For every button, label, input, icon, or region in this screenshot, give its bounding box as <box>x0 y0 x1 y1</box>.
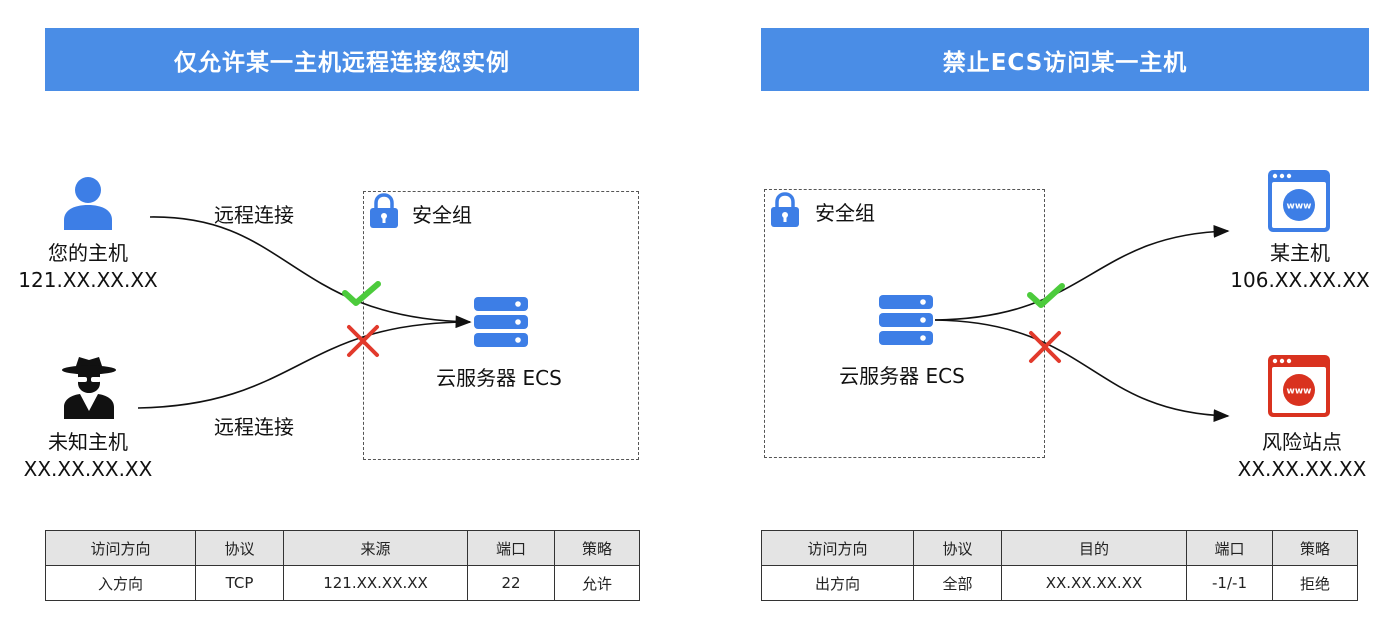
website-badge-red: www <box>1287 387 1312 397</box>
table-header-cell: 策略 <box>554 530 640 566</box>
right-title-banner: 禁止ECS访问某一主机 <box>761 28 1369 91</box>
table-header-cell: 访问方向 <box>45 530 196 566</box>
right-rule-table: 访问方向 协议 目的 端口 策略 出方向 全部 XX.XX.XX.XX -1/-… <box>761 530 1358 601</box>
unknown-host-ip: XX.XX.XX.XX <box>23 457 153 481</box>
connect-label-bottom: 远程连接 <box>214 415 294 439</box>
table-header-row: 访问方向 协议 来源 端口 策略 <box>45 530 640 566</box>
table-header-cell: 策略 <box>1272 530 1358 566</box>
right-connection-top <box>934 225 1230 321</box>
left-connection-top <box>149 216 472 329</box>
right-deny-cross-icon <box>1029 331 1061 363</box>
right-security-group-box <box>764 189 1045 458</box>
left-title-banner: 仅允许某一主机远程连接您实例 <box>45 28 639 91</box>
allowed-host-name: 某主机 <box>1270 241 1330 265</box>
right-connection-bottom <box>934 319 1230 422</box>
table-cell: TCP <box>195 565 284 601</box>
left-rule-table: 访问方向 协议 来源 端口 策略 入方向 TCP 121.XX.XX.XX 22… <box>45 530 640 601</box>
left-connection-bottom <box>137 321 471 409</box>
website-icon-blue: www <box>1268 170 1330 232</box>
table-cell: -1/-1 <box>1186 565 1273 601</box>
allowed-host-ip: 106.XX.XX.XX <box>1230 268 1370 292</box>
table-header-cell: 端口 <box>467 530 555 566</box>
table-cell: 允许 <box>554 565 640 601</box>
right-security-group-label: 安全组 <box>815 201 875 225</box>
left-security-group-label: 安全组 <box>412 203 472 227</box>
table-cell: 入方向 <box>45 565 196 601</box>
right-allow-check-icon <box>1027 283 1065 308</box>
table-header-cell: 目的 <box>1001 530 1187 566</box>
your-host-ip: 121.XX.XX.XX <box>18 268 158 292</box>
table-header-cell: 访问方向 <box>761 530 914 566</box>
table-header-cell: 协议 <box>195 530 284 566</box>
table-header-cell: 协议 <box>913 530 1002 566</box>
unknown-host-name: 未知主机 <box>48 430 128 454</box>
right-server-label: 云服务器 ECS <box>839 364 965 388</box>
table-header-row: 访问方向 协议 目的 端口 策略 <box>761 530 1358 566</box>
risky-site-name: 风险站点 <box>1262 430 1342 454</box>
left-lock-icon <box>370 193 398 228</box>
table-row: 入方向 TCP 121.XX.XX.XX 22 允许 <box>45 565 640 601</box>
left-server-icon <box>474 297 528 347</box>
table-row: 出方向 全部 XX.XX.XX.XX -1/-1 拒绝 <box>761 565 1358 601</box>
left-allow-check-icon <box>342 281 381 306</box>
your-host-name: 您的主机 <box>48 241 128 265</box>
left-deny-cross-icon <box>347 325 379 357</box>
user-icon <box>64 177 112 230</box>
right-lock-icon <box>771 192 799 227</box>
website-icon-red: www <box>1268 355 1330 417</box>
table-header-cell: 端口 <box>1186 530 1273 566</box>
left-server-label: 云服务器 ECS <box>436 366 562 390</box>
table-cell: XX.XX.XX.XX <box>1001 565 1187 601</box>
table-cell: 22 <box>467 565 555 601</box>
connect-label-top: 远程连接 <box>214 203 294 227</box>
table-cell: 拒绝 <box>1272 565 1358 601</box>
table-cell: 全部 <box>913 565 1002 601</box>
right-server-icon <box>879 295 933 345</box>
left-title: 仅允许某一主机远程连接您实例 <box>174 49 510 76</box>
left-security-group-box <box>363 191 639 460</box>
table-cell: 121.XX.XX.XX <box>283 565 468 601</box>
table-cell: 出方向 <box>761 565 914 601</box>
right-title: 禁止ECS访问某一主机 <box>942 49 1188 76</box>
risky-site-ip: XX.XX.XX.XX <box>1237 457 1367 481</box>
website-badge-blue: www <box>1287 202 1312 212</box>
table-header-cell: 来源 <box>283 530 468 566</box>
spy-icon <box>62 357 116 419</box>
